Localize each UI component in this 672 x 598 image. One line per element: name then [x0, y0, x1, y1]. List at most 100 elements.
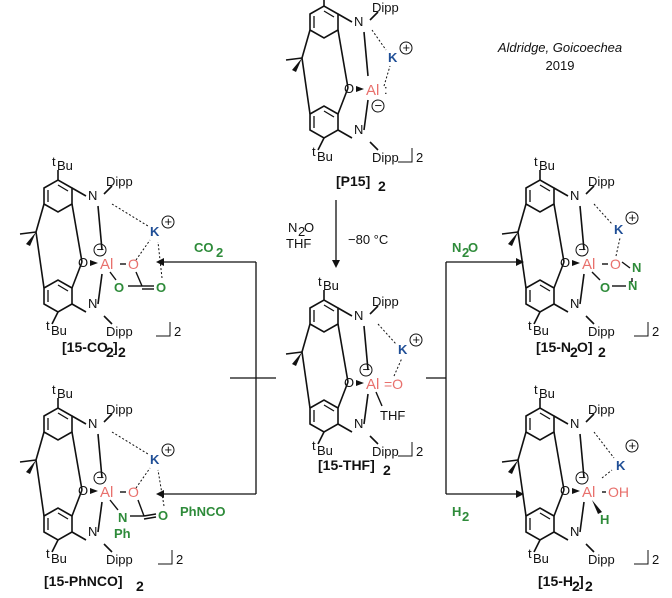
tbu-sup: t: [46, 546, 50, 561]
thf-dimer: 2: [383, 462, 391, 478]
h2-h: H: [600, 512, 609, 527]
reagent-n2o-end: O: [468, 240, 478, 255]
reagent-h2-sub: 2: [462, 509, 469, 524]
reagent-n2o: N: [452, 240, 461, 255]
compound-15-n2o: t Bu t Bu N N O Al O N N O Dipp Dipp K +…: [501, 154, 659, 339]
dimer-label: 2: [652, 324, 659, 339]
dipp-label: Dipp: [588, 324, 615, 339]
plus-charge: +: [165, 214, 173, 229]
dipp-label: Dipp: [106, 174, 133, 189]
cond-n2o: N: [288, 220, 297, 235]
dimer-label: 2: [416, 150, 423, 165]
h2-oh: OH: [608, 484, 629, 500]
n-label: N: [570, 188, 579, 203]
compound-15-co2: t Bu t Bu N N O Al O O O Dipp Dipp K + −…: [19, 154, 181, 339]
al-label: Al: [582, 484, 595, 501]
n-label: N: [354, 416, 363, 431]
dipp-label: Dipp: [588, 174, 615, 189]
tbu-sup: t: [52, 154, 56, 169]
cond-n2o-sub: 2: [298, 224, 305, 239]
oxo-label: =O: [384, 376, 403, 392]
n-label: N: [354, 14, 363, 29]
tbu-label: Bu: [539, 158, 555, 173]
tbu-sup: t: [46, 318, 50, 333]
dipp-label: Dipp: [106, 552, 133, 567]
h2-name: [15-H: [538, 573, 573, 589]
n2o-dimer: 2: [598, 344, 606, 360]
tbu-sup: t: [528, 546, 532, 561]
phnco-o1: O: [128, 484, 139, 500]
minus-charge: −: [579, 470, 587, 485]
compound-p15: t Bu t Bu N N O Al : Dipp Dipp K + − 2: [285, 0, 423, 165]
minus-charge: −: [375, 98, 383, 113]
dipp-label: Dipp: [106, 402, 133, 417]
o-label: O: [560, 255, 570, 270]
cond-thf: THF: [286, 236, 311, 251]
co2-dimer: 2: [118, 344, 126, 360]
thf-name: [15-THF]: [318, 457, 375, 473]
dipp-label: Dipp: [372, 150, 399, 165]
reagent-h2: H: [452, 504, 461, 519]
thf-ligand: THF: [380, 408, 405, 423]
lone-pair: :: [384, 82, 388, 97]
phnco-dimer: 2: [136, 578, 144, 594]
o-label: O: [344, 375, 354, 390]
n-label: N: [88, 416, 97, 431]
minus-charge: −: [363, 362, 371, 377]
dipp-label: Dipp: [588, 552, 615, 567]
potassium-label: K: [150, 452, 160, 467]
tbu-sup: t: [318, 274, 322, 289]
n2o-name: [15-N: [536, 339, 571, 355]
tbu-sup: t: [534, 382, 538, 397]
co2-o3: O: [156, 280, 166, 295]
tbu-label: Bu: [51, 323, 67, 338]
tbu-sup: t: [312, 144, 316, 159]
co2-name-end: ]: [113, 339, 118, 355]
dipp-label: Dipp: [372, 444, 399, 459]
tbu-label: Bu: [539, 386, 555, 401]
co2-o1: O: [128, 256, 139, 272]
o-label: O: [78, 255, 88, 270]
al-label: Al: [366, 376, 379, 393]
dipp-label: Dipp: [372, 0, 399, 15]
potassium-label: K: [398, 342, 408, 357]
tbu-label: Bu: [57, 386, 73, 401]
tbu-label: Bu: [317, 149, 333, 164]
p15-dimer: 2: [378, 178, 386, 194]
tbu-sup: t: [528, 318, 532, 333]
co2-name: [15-CO: [62, 339, 108, 355]
n-label: N: [88, 524, 97, 539]
potassium-label: K: [616, 458, 626, 473]
minus-charge: −: [97, 242, 105, 257]
n-label: N: [88, 296, 97, 311]
tbu-label: Bu: [57, 158, 73, 173]
dimer-label: 2: [652, 552, 659, 567]
phnco-name: [15-PhNCO]: [44, 573, 123, 589]
compound-15-phnco: t Bu t Bu N N O Al O N Ph O Dipp Dipp K …: [19, 382, 183, 567]
dimer-label: 2: [176, 552, 183, 567]
n-label: N: [570, 416, 579, 431]
p15-name: [P15]: [336, 173, 370, 189]
tbu-sup: t: [52, 382, 56, 397]
compound-15-thf: t Bu t Bu N N O Al =O THF Dipp Dipp K + …: [285, 274, 423, 459]
credit-year: 2019: [546, 58, 575, 73]
n2o-n1: N: [632, 260, 641, 275]
phnco-ph: Ph: [114, 526, 131, 541]
h2-name-end: ]: [579, 573, 584, 589]
o-label: O: [560, 483, 570, 498]
tbu-sup: t: [312, 438, 316, 453]
co2-name-sub: 2: [106, 344, 114, 360]
al-label: Al: [582, 256, 595, 273]
reagent-co2: CO: [194, 240, 214, 255]
plus-charge: +: [413, 332, 421, 347]
n-label: N: [570, 524, 579, 539]
al-label: Al: [100, 256, 113, 273]
minus-charge: −: [97, 470, 105, 485]
tbu-label: Bu: [533, 551, 549, 566]
n2o-n2: N: [628, 278, 637, 293]
al-label: Al: [100, 484, 113, 501]
n-label: N: [354, 308, 363, 323]
plus-charge: +: [403, 40, 411, 55]
dipp-label: Dipp: [106, 324, 133, 339]
n2o-name-end: O]: [577, 339, 593, 355]
